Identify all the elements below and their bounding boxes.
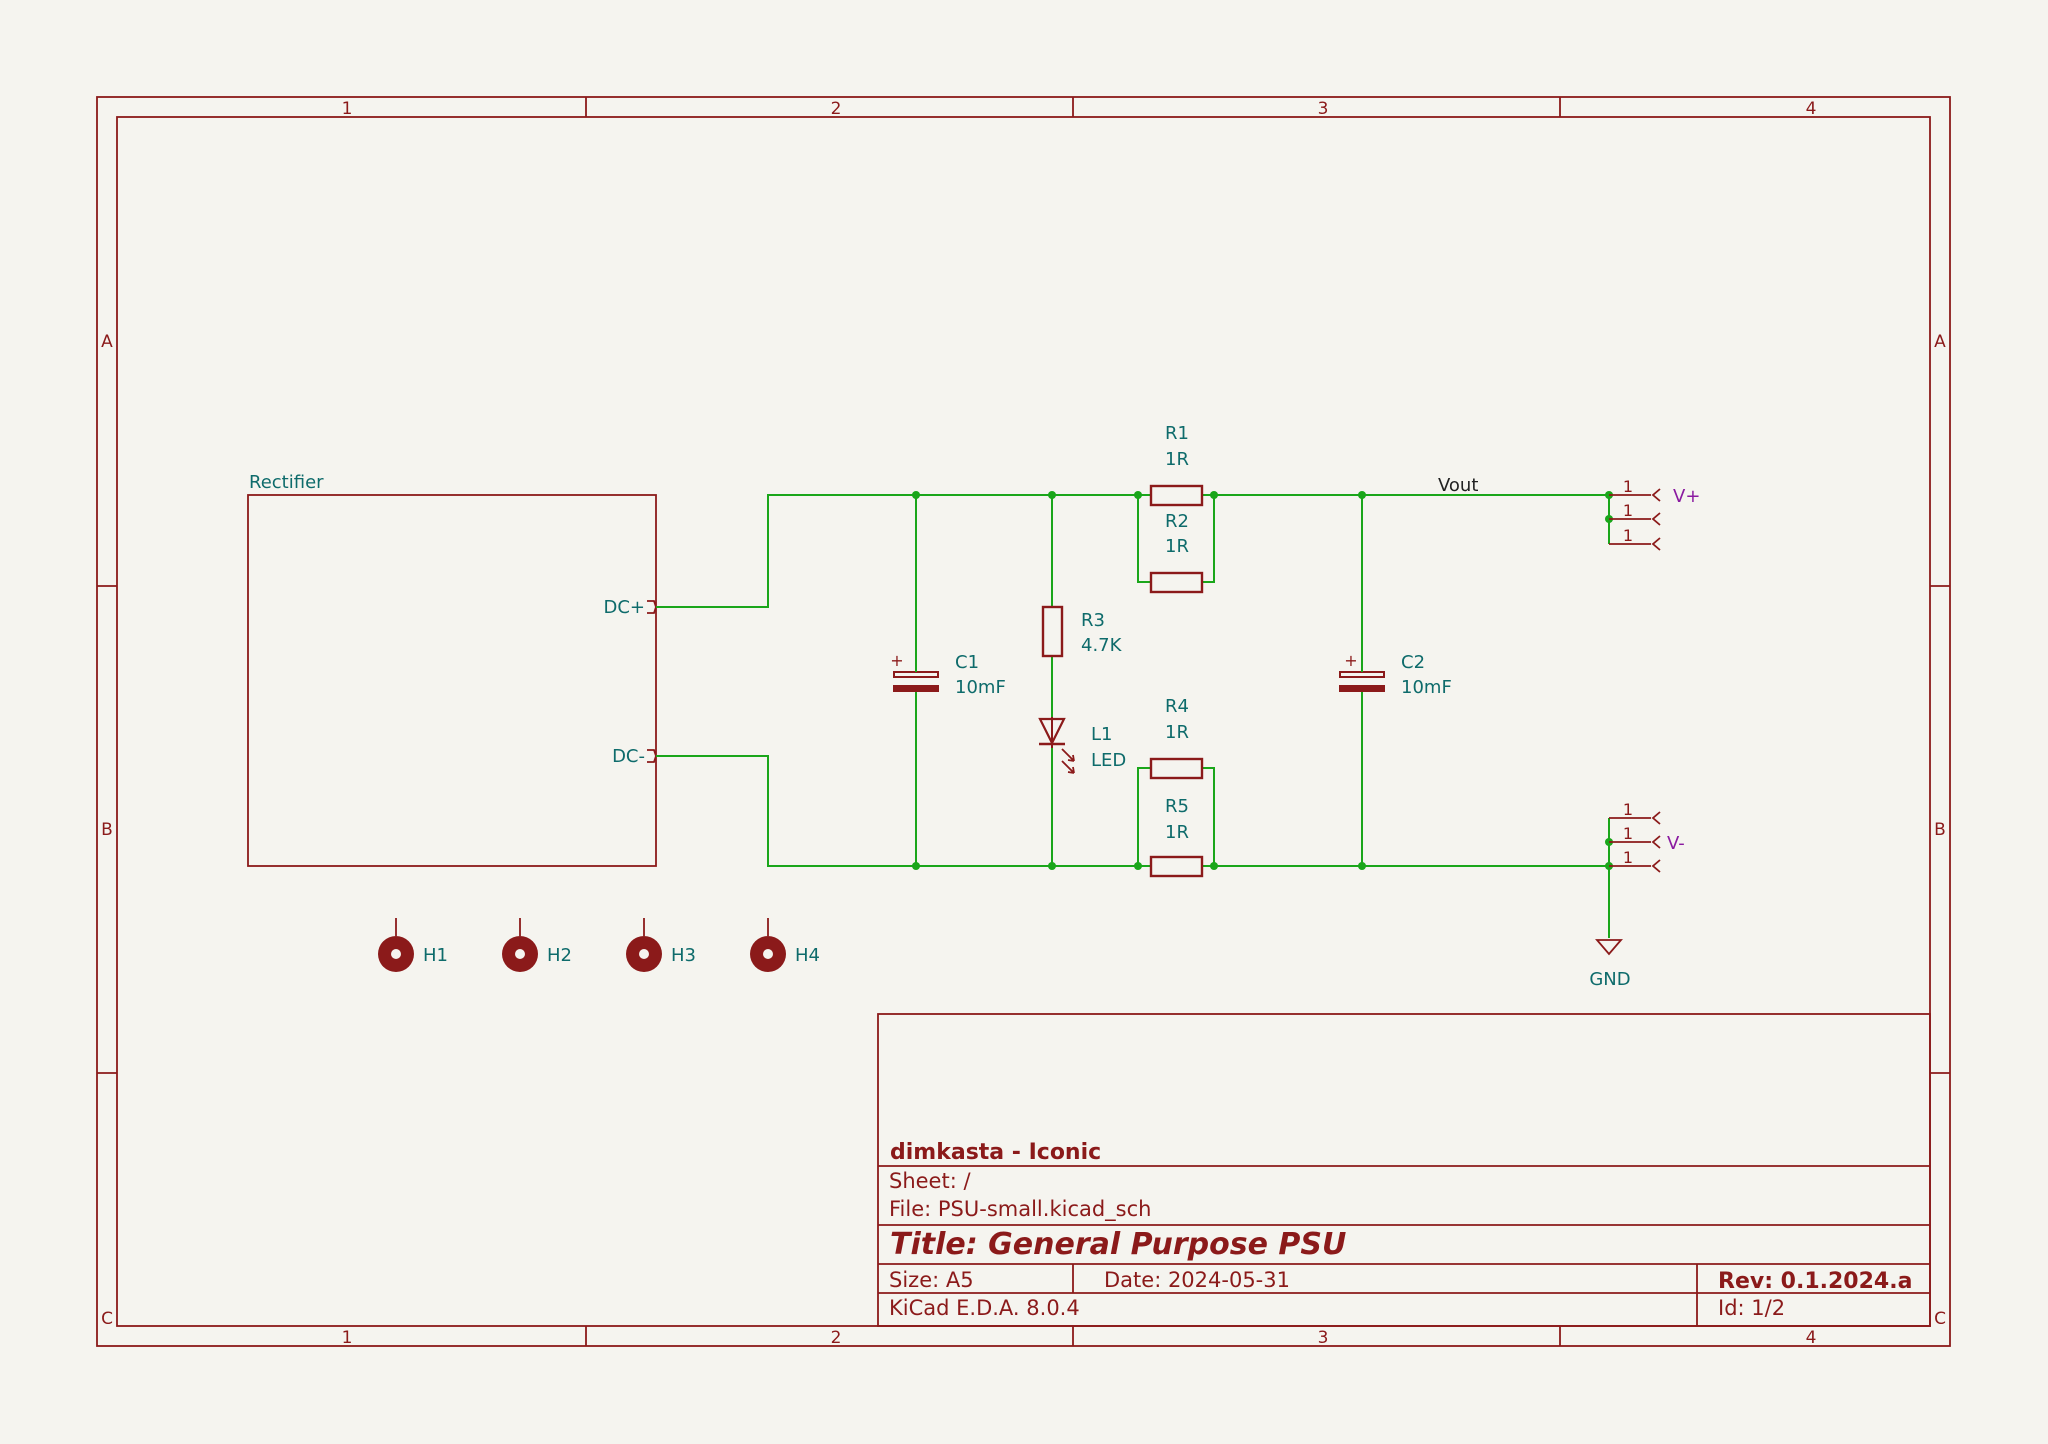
- column-label-bottom-2: 2: [831, 1328, 842, 1348]
- r5-reference: R5: [1165, 796, 1189, 817]
- led-l1[interactable]: [1038, 717, 1075, 774]
- column-label-bottom-3: 3: [1318, 1328, 1329, 1348]
- row-label-right-a: A: [1934, 332, 1946, 352]
- r3-value: 4.7K: [1081, 635, 1123, 656]
- h2-reference: H2: [547, 945, 572, 966]
- c1-reference: C1: [955, 652, 979, 673]
- net-label-v-plus: V+: [1673, 486, 1700, 507]
- row-label-right-c: C: [1934, 1309, 1946, 1329]
- capacitor-c2[interactable]: [1339, 655, 1385, 718]
- resistor-r5[interactable]: [1149, 855, 1204, 878]
- c2-polarity-mark: +: [1344, 651, 1357, 670]
- r1-reference: R1: [1165, 423, 1189, 444]
- mounting-hole-h1[interactable]: [378, 918, 414, 972]
- capacitor-c1[interactable]: [893, 655, 939, 718]
- title-block-company: dimkasta - Iconic: [890, 1140, 1101, 1165]
- gnd-label: GND: [1589, 969, 1630, 990]
- net-label-v-minus: V-: [1667, 833, 1685, 854]
- v-minus-pin-1b: 1: [1623, 824, 1633, 843]
- column-label-top-4: 4: [1806, 99, 1817, 119]
- resistor-r1[interactable]: [1149, 484, 1204, 507]
- title-block-revision: Rev: 0.1.2024.a: [1718, 1269, 1912, 1294]
- title-block-date: Date: 2024-05-31: [1104, 1268, 1290, 1292]
- column-label-top-1: 1: [342, 99, 353, 119]
- r4-value: 1R: [1165, 722, 1189, 743]
- rectifier-label: Rectifier: [249, 472, 324, 493]
- row-label-left-c: C: [101, 1309, 113, 1329]
- resistor-r4[interactable]: [1149, 757, 1204, 780]
- title-block-tool: KiCad E.D.A. 8.0.4: [889, 1296, 1080, 1320]
- r5-value: 1R: [1165, 822, 1189, 843]
- v-plus-pin-1b: 1: [1623, 501, 1633, 520]
- mounting-hole-h2[interactable]: [502, 918, 538, 972]
- r4-reference: R4: [1165, 696, 1189, 717]
- title-block-file: File: PSU-small.kicad_sch: [889, 1197, 1151, 1222]
- row-label-left-a: A: [101, 332, 113, 352]
- column-label-top-2: 2: [831, 99, 842, 119]
- mounting-hole-h3[interactable]: [626, 918, 662, 972]
- mounting-hole-h4[interactable]: [750, 918, 786, 972]
- resistor-r3[interactable]: [1041, 605, 1064, 658]
- h4-reference: H4: [795, 945, 820, 966]
- r2-reference: R2: [1165, 511, 1189, 532]
- rectifier-sheet-block[interactable]: [247, 494, 657, 867]
- rectifier-pin-dc-minus: DC-: [612, 746, 645, 767]
- row-label-right-b: B: [1934, 820, 1946, 840]
- row-label-left-b: B: [101, 820, 113, 840]
- junctions: [912, 491, 1613, 870]
- title-block-size: Size: A5: [889, 1268, 974, 1292]
- title-block-sheet: Sheet: /: [889, 1169, 971, 1193]
- connector-v-minus[interactable]: [1609, 811, 1661, 873]
- v-minus-pin-1c: 1: [1623, 848, 1633, 867]
- title-block-title: Title: General Purpose PSU: [890, 1227, 1346, 1262]
- c2-reference: C2: [1401, 652, 1425, 673]
- v-minus-pin-1a: 1: [1623, 800, 1633, 819]
- r2-value: 1R: [1165, 536, 1189, 557]
- net-label-vout: Vout: [1438, 475, 1478, 496]
- column-label-bottom-1: 1: [342, 1328, 353, 1348]
- column-label-bottom-4: 4: [1806, 1328, 1817, 1348]
- c1-polarity-mark: +: [890, 651, 903, 670]
- v-plus-pin-1a: 1: [1623, 477, 1633, 496]
- v-plus-pin-1c: 1: [1623, 526, 1633, 545]
- wires: [656, 494, 1610, 938]
- rectifier-pin-dc-plus: DC+: [603, 597, 645, 618]
- h3-reference: H3: [671, 945, 696, 966]
- c1-value: 10mF: [955, 677, 1006, 698]
- c2-value: 10mF: [1401, 677, 1452, 698]
- r3-reference: R3: [1081, 610, 1105, 631]
- connector-v-plus[interactable]: [1609, 488, 1661, 551]
- gnd-symbol[interactable]: [1595, 939, 1623, 956]
- resistor-r2[interactable]: [1149, 571, 1204, 594]
- column-label-top-3: 3: [1318, 99, 1329, 119]
- title-block-id: Id: 1/2: [1718, 1296, 1785, 1320]
- l1-reference: L1: [1091, 724, 1112, 745]
- h1-reference: H1: [423, 945, 448, 966]
- l1-value: LED: [1091, 750, 1126, 771]
- title-block: [877, 1013, 1931, 1327]
- r1-value: 1R: [1165, 449, 1189, 470]
